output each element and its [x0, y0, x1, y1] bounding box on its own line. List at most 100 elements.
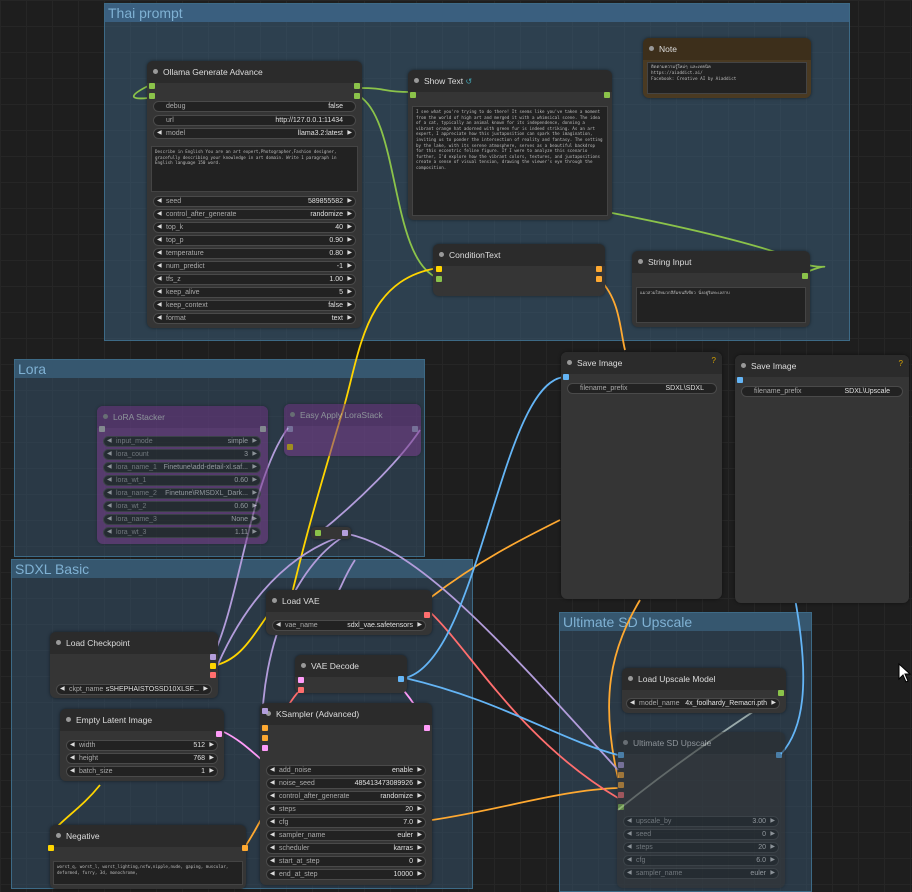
arrow-right-icon[interactable]: ▶	[770, 857, 775, 863]
output-slot[interactable]	[210, 663, 216, 669]
arrow-left-icon[interactable]: ◀	[157, 302, 162, 308]
string-input-textarea[interactable]: แมวสวมใส่หมวกสีส้มขนสีเขียว นั่งอยู่ริมท…	[636, 287, 806, 323]
arrow-right-icon[interactable]: ▶	[252, 464, 257, 470]
arrow-right-icon[interactable]: ▶	[252, 438, 257, 444]
input-slot[interactable]	[436, 276, 442, 282]
input-slot[interactable]	[287, 426, 293, 432]
arrow-left-icon[interactable]: ◀	[627, 831, 632, 837]
arrow-left-icon[interactable]: ◀	[107, 464, 112, 470]
arrow-right-icon[interactable]: ▶	[252, 503, 257, 509]
help-icon[interactable]: ?	[898, 359, 903, 368]
arrow-right-icon[interactable]: ▶	[347, 130, 352, 136]
arrow-left-icon[interactable]: ◀	[276, 622, 281, 628]
arrow-right-icon[interactable]: ▶	[417, 780, 422, 786]
arrow-left-icon[interactable]: ◀	[630, 700, 635, 706]
arrow-right-icon[interactable]: ▶	[770, 844, 775, 850]
arrow-left-icon[interactable]: ◀	[107, 438, 112, 444]
node-easy-apply-lorastack[interactable]: Easy Apply LoraStack	[284, 404, 421, 456]
arrow-right-icon[interactable]: ▶	[417, 806, 422, 812]
arrow-right-icon[interactable]: ▶	[770, 870, 775, 876]
input-slot[interactable]	[262, 745, 268, 751]
arrow-left-icon[interactable]: ◀	[107, 516, 112, 522]
arrow-left-icon[interactable]: ◀	[627, 870, 632, 876]
arrow-right-icon[interactable]: ▶	[209, 768, 214, 774]
input-slot[interactable]	[737, 377, 743, 383]
arrow-right-icon[interactable]: ▶	[252, 451, 257, 457]
output-slot[interactable]	[210, 672, 216, 678]
input-slot[interactable]	[618, 752, 624, 758]
arrow-left-icon[interactable]: ◀	[270, 858, 275, 864]
arrow-right-icon[interactable]: ▶	[417, 871, 422, 877]
output-slot[interactable]	[242, 845, 248, 851]
arrow-left-icon[interactable]: ◀	[627, 818, 632, 824]
output-slot[interactable]	[778, 690, 784, 696]
input-slot[interactable]	[149, 93, 155, 99]
input-slot[interactable]	[149, 83, 155, 89]
output-slot[interactable]	[342, 530, 348, 536]
arrow-left-icon[interactable]: ◀	[157, 198, 162, 204]
arrow-right-icon[interactable]: ▶	[347, 224, 352, 230]
input-slot[interactable]	[618, 772, 624, 778]
arrow-right-icon[interactable]: ▶	[252, 516, 257, 522]
arrow-right-icon[interactable]: ▶	[417, 819, 422, 825]
negative-textarea[interactable]: worst_q, worst_l, worst_lighting,nsfw,ni…	[53, 861, 243, 885]
arrow-right-icon[interactable]: ▶	[347, 250, 352, 256]
arrow-left-icon[interactable]: ◀	[270, 767, 275, 773]
help-icon[interactable]: ?	[711, 356, 716, 365]
arrow-right-icon[interactable]: ▶	[252, 477, 257, 483]
output-slot[interactable]	[424, 725, 430, 731]
arrow-left-icon[interactable]: ◀	[270, 793, 275, 799]
arrow-left-icon[interactable]: ◀	[157, 276, 162, 282]
arrow-left-icon[interactable]: ◀	[157, 224, 162, 230]
arrow-left-icon[interactable]: ◀	[107, 503, 112, 509]
arrow-left-icon[interactable]: ◀	[157, 130, 162, 136]
arrow-left-icon[interactable]: ◀	[60, 686, 65, 692]
arrow-left-icon[interactable]: ◀	[70, 742, 75, 748]
node-note[interactable]: Note ติดตามความรู้ใหม่ๆ และเทคนิค https:…	[643, 38, 811, 98]
input-slot[interactable]	[315, 530, 321, 536]
arrow-right-icon[interactable]: ▶	[347, 211, 352, 217]
reroute-node[interactable]	[311, 527, 351, 539]
arrow-right-icon[interactable]: ▶	[417, 832, 422, 838]
arrow-left-icon[interactable]: ◀	[270, 845, 275, 851]
input-slot[interactable]	[262, 735, 268, 741]
arrow-right-icon[interactable]: ▶	[417, 767, 422, 773]
input-slot[interactable]	[618, 792, 624, 798]
arrow-right-icon[interactable]: ▶	[203, 686, 208, 692]
node-vae-decode[interactable]: VAE Decode	[295, 655, 407, 693]
output-slot[interactable]	[412, 426, 418, 432]
arrow-right-icon[interactable]: ▶	[347, 263, 352, 269]
arrow-left-icon[interactable]: ◀	[157, 263, 162, 269]
